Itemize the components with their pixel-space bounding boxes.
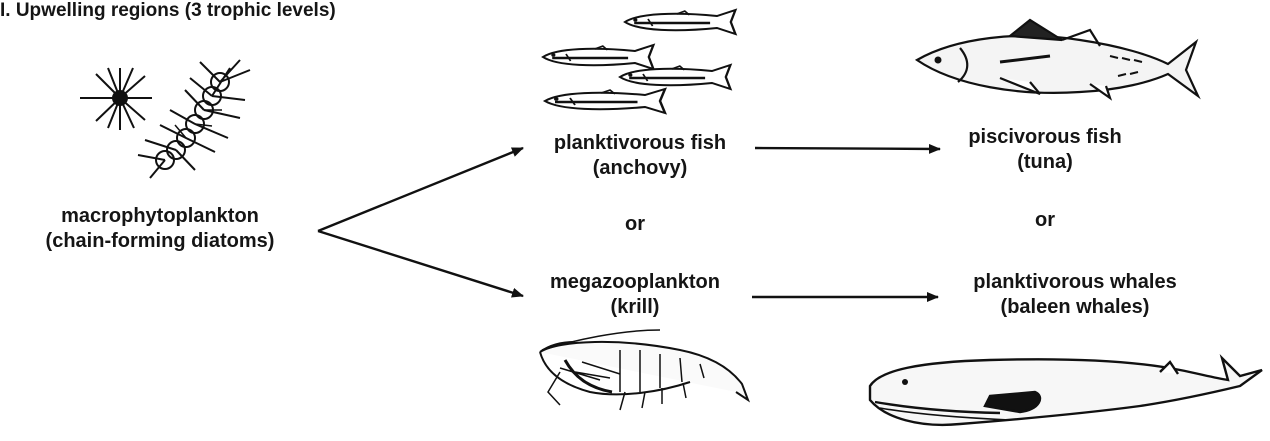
whale-illustration <box>870 358 1262 425</box>
piscivorous-fish-name: piscivorous fish <box>940 125 1150 150</box>
planktivorous-fish-label: planktivorous fish (anchovy) <box>525 131 755 181</box>
diagram-title: I. Upwelling regions (3 trophic levels) <box>0 0 336 22</box>
right-or-label: or <box>1020 208 1070 233</box>
piscivorous-fish-subtitle: (tuna) <box>940 150 1150 175</box>
krill-illustration <box>540 330 748 410</box>
arrow-to-megazooplankton <box>318 231 523 296</box>
megazooplankton-subtitle: (krill) <box>520 295 750 320</box>
diatoms-illustration <box>80 60 250 178</box>
macrophytoplankton-name: macrophytoplankton <box>10 204 310 229</box>
middle-or-label: or <box>610 212 660 237</box>
planktivorous-whales-label: planktivorous whales (baleen whales) <box>940 270 1210 320</box>
planktivorous-whales-subtitle: (baleen whales) <box>940 295 1210 320</box>
star-diatom <box>80 68 152 130</box>
megazooplankton-name: megazooplankton <box>520 270 750 295</box>
planktivorous-fish-name: planktivorous fish <box>525 131 755 156</box>
macrophytoplankton-subtitle: (chain-forming diatoms) <box>10 229 310 254</box>
anchovy-school-illustration <box>543 10 735 113</box>
chain-diatoms <box>138 60 250 178</box>
planktivorous-whales-name: planktivorous whales <box>940 270 1210 295</box>
piscivorous-fish-label: piscivorous fish (tuna) <box>940 125 1150 175</box>
arrow-to-piscivorous-fish <box>755 148 940 149</box>
tuna-illustration <box>917 20 1198 98</box>
macrophytoplankton-label: macrophytoplankton (chain-forming diatom… <box>10 204 310 254</box>
planktivorous-fish-subtitle: (anchovy) <box>525 156 755 181</box>
arrow-to-planktivorous-fish <box>318 148 523 231</box>
megazooplankton-label: megazooplankton (krill) <box>520 270 750 320</box>
